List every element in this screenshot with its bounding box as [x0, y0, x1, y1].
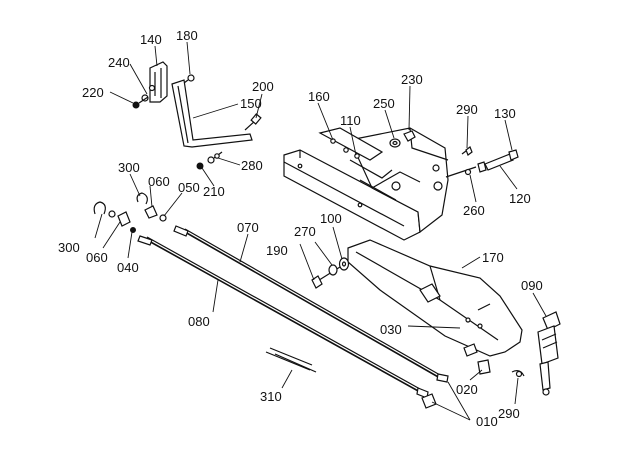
arm-170 [311, 239, 523, 357]
callout-070: 070 [237, 220, 259, 235]
pins-310 [265, 347, 317, 373]
callout-020: 020 [456, 382, 478, 397]
callout-060-upper: 060 [148, 174, 170, 189]
callout-200: 200 [252, 79, 274, 94]
callout-110: 110 [340, 113, 361, 128]
callout-250: 250 [373, 96, 395, 111]
callout-220: 220 [82, 85, 104, 100]
callout-280: 280 [241, 158, 263, 173]
callout-080: 080 [188, 314, 210, 329]
callout-130: 130 [494, 106, 516, 121]
callout-170: 170 [482, 250, 504, 265]
actuator-090 [511, 311, 561, 396]
callout-labels: 140 180 240 220 150 200 160 230 250 110 … [58, 28, 543, 429]
callout-290-top: 290 [456, 102, 478, 117]
callout-300-lower: 300 [58, 240, 80, 255]
callout-210: 210 [203, 184, 225, 199]
callout-030: 030 [380, 322, 402, 337]
callout-100: 100 [320, 211, 342, 226]
callout-260: 260 [463, 203, 485, 218]
callout-270: 270 [294, 224, 316, 239]
leader-lines [94, 41, 547, 421]
cable-assembly [93, 192, 491, 409]
callout-010: 010 [476, 414, 498, 429]
callout-060-lower: 060 [86, 250, 108, 265]
callout-180: 180 [176, 28, 198, 43]
callout-290-bottom: 290 [498, 406, 520, 421]
callout-160: 160 [308, 89, 330, 104]
callout-190: 190 [266, 243, 288, 258]
bracket-assembly [132, 61, 262, 170]
callout-120: 120 [509, 191, 531, 206]
callout-140: 140 [140, 32, 162, 47]
callout-240: 240 [108, 55, 130, 70]
callout-040: 040 [117, 260, 139, 275]
callout-310: 310 [260, 389, 282, 404]
callout-090: 090 [521, 278, 543, 293]
main-frame [283, 127, 519, 241]
callout-150: 150 [240, 96, 262, 111]
callout-300-upper: 300 [118, 160, 140, 175]
callout-230: 230 [401, 72, 423, 87]
callout-050: 050 [178, 180, 200, 195]
